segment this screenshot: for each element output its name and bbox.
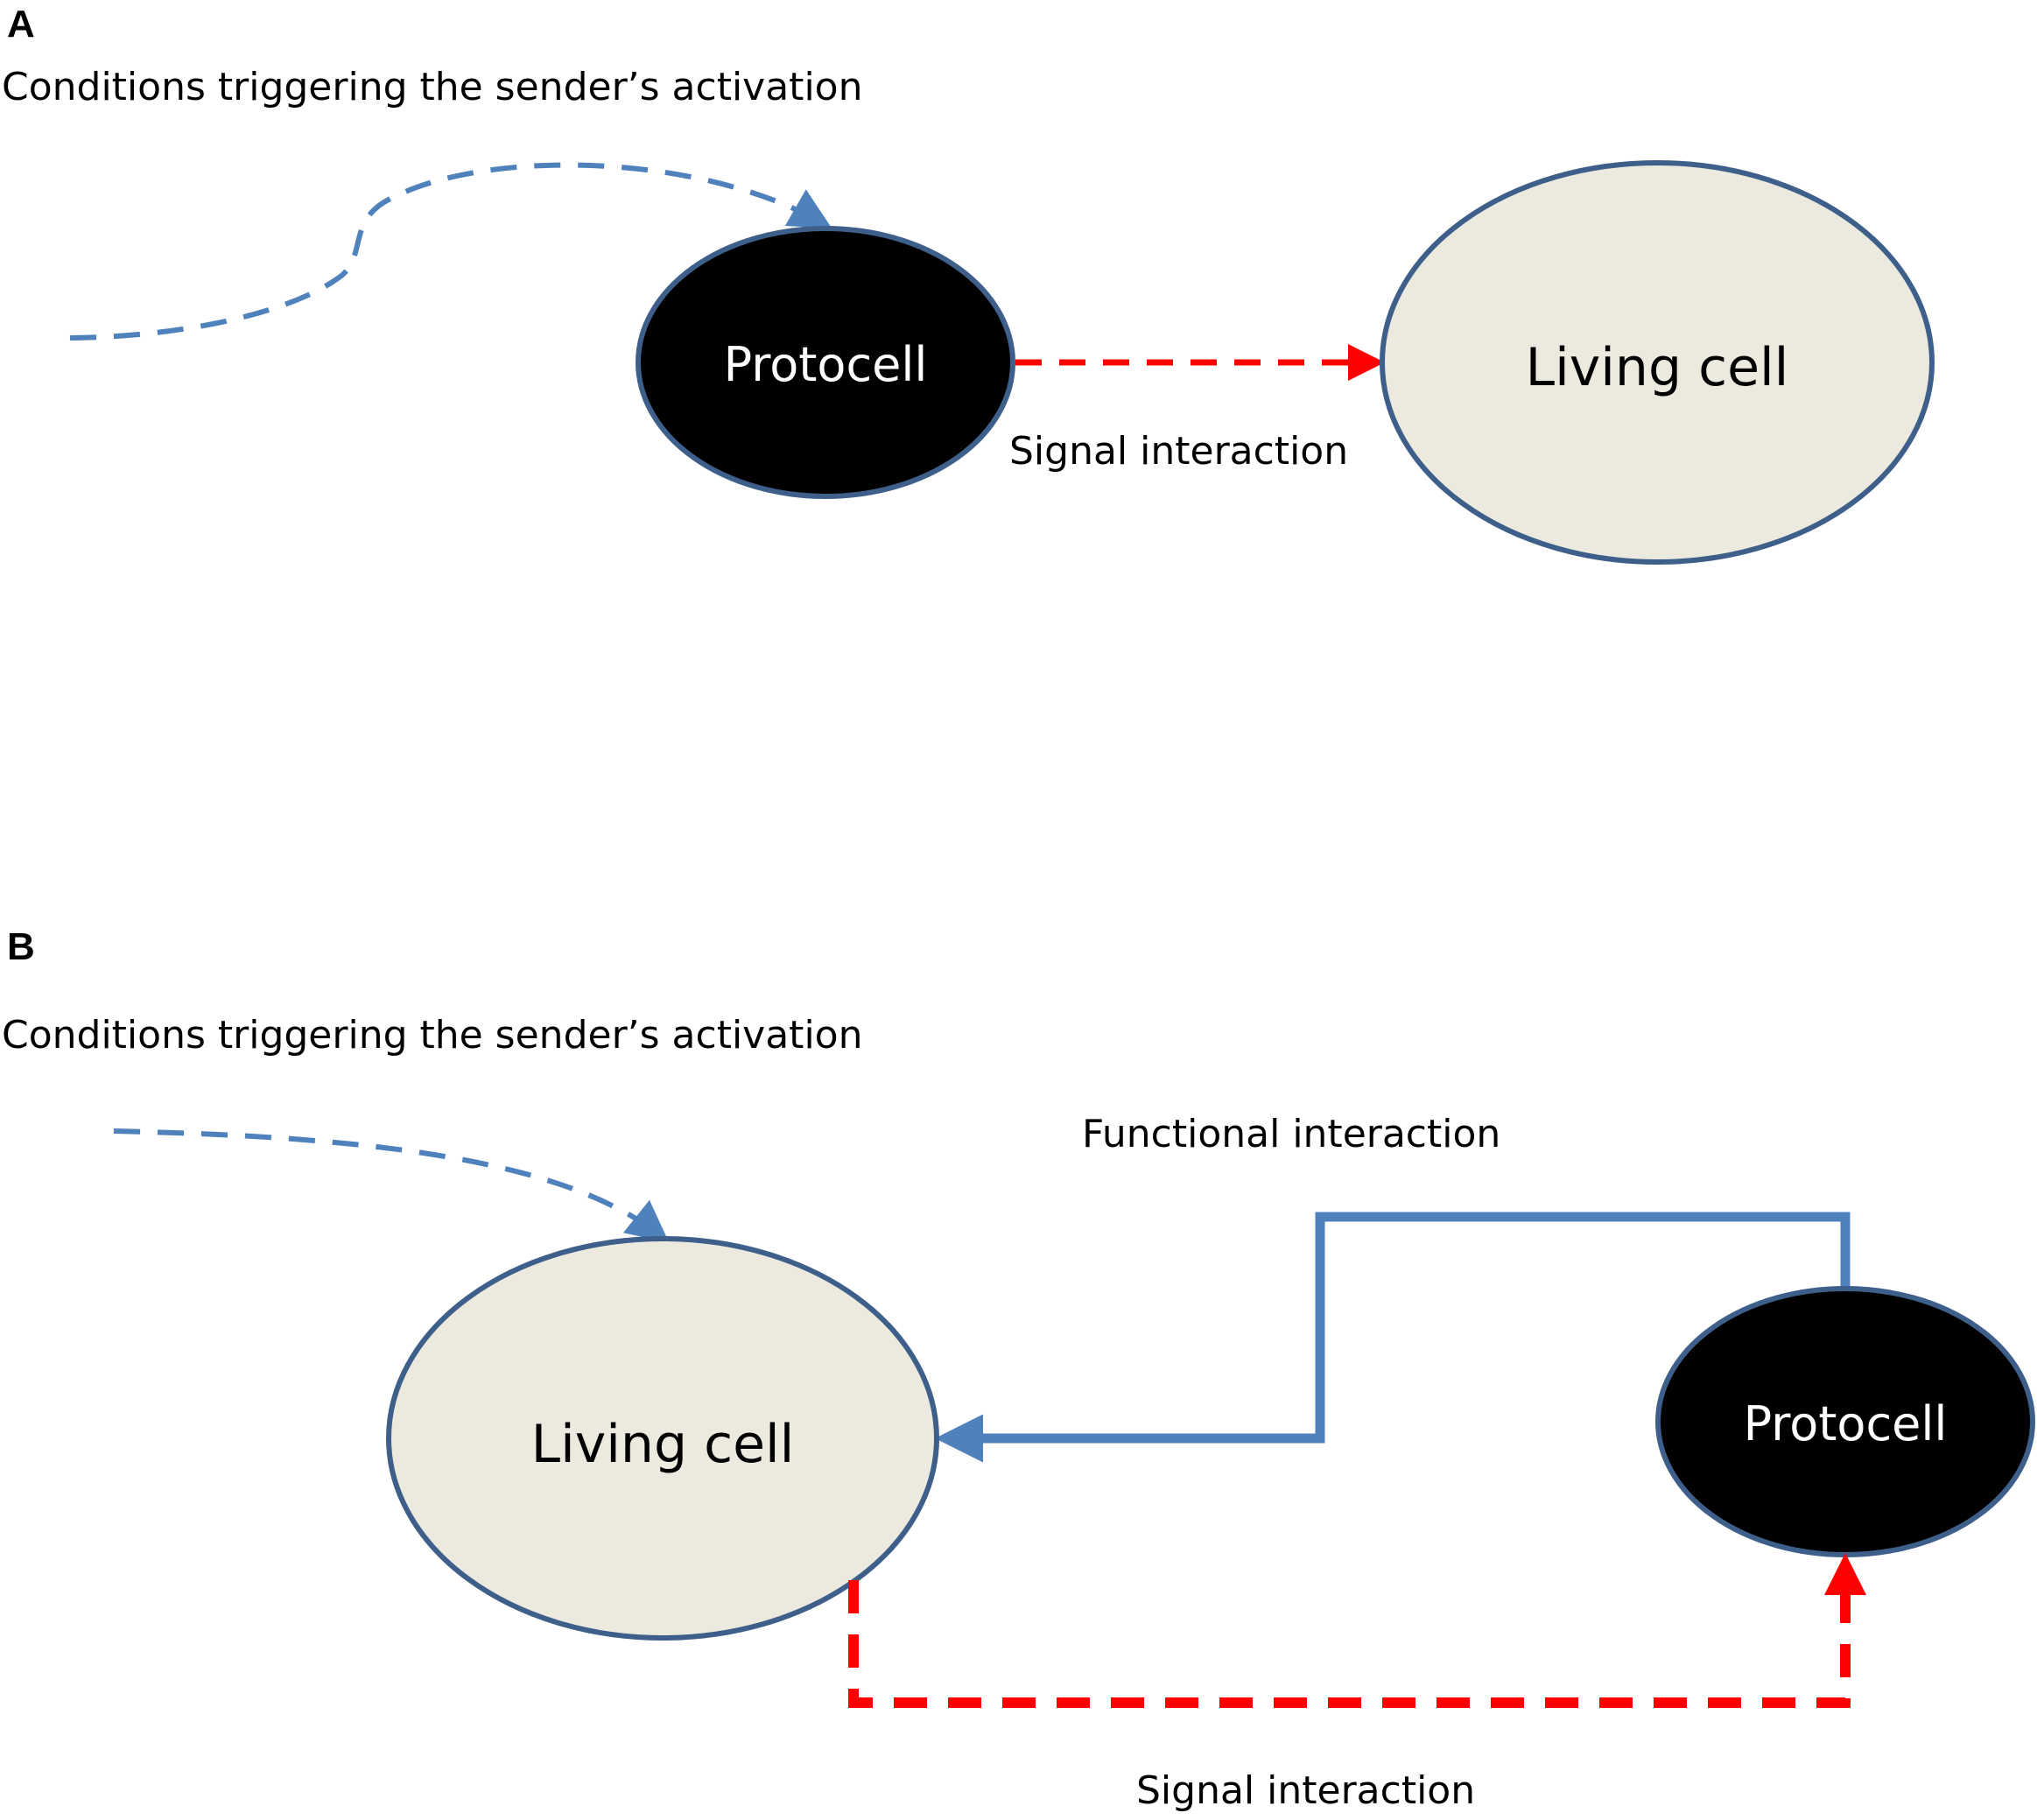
panel-b-trigger-arrow — [113, 1128, 670, 1243]
panel-b-signal-label: Signal interaction — [1136, 1768, 1475, 1813]
panel-b-functional-label: Functional interaction — [1082, 1112, 1500, 1156]
panel-b-living-cell-node — [386, 1236, 939, 1641]
panel-a-protocell-label: Protocell — [724, 337, 928, 392]
panel-b-trigger-caption: Conditions triggering the sender’s activ… — [2, 1013, 862, 1058]
panel-a: A Conditions triggering the sender’s act… — [2, 3, 1935, 565]
panel-b-functional-arrow — [935, 1212, 1851, 1463]
panel-a-label: A — [7, 3, 35, 46]
panel-a-living-cell-node — [1380, 160, 1935, 565]
panel-a-signal-label: Signal interaction — [1009, 429, 1348, 474]
panel-a-living-cell-label: Living cell — [1526, 337, 1789, 398]
panel-b-protocell-label: Protocell — [1744, 1396, 1948, 1451]
panel-a-trigger-arrow — [69, 162, 832, 341]
panel-b-signal-arrow — [848, 1553, 1866, 1708]
panel-b: B Conditions triggering the sender’s act… — [2, 925, 2035, 1813]
panel-a-protocell-node — [636, 226, 1015, 499]
panel-b-living-cell-label: Living cell — [531, 1414, 795, 1475]
panel-a-trigger-caption: Conditions triggering the sender’s activ… — [2, 65, 862, 109]
panel-b-label: B — [7, 925, 35, 968]
